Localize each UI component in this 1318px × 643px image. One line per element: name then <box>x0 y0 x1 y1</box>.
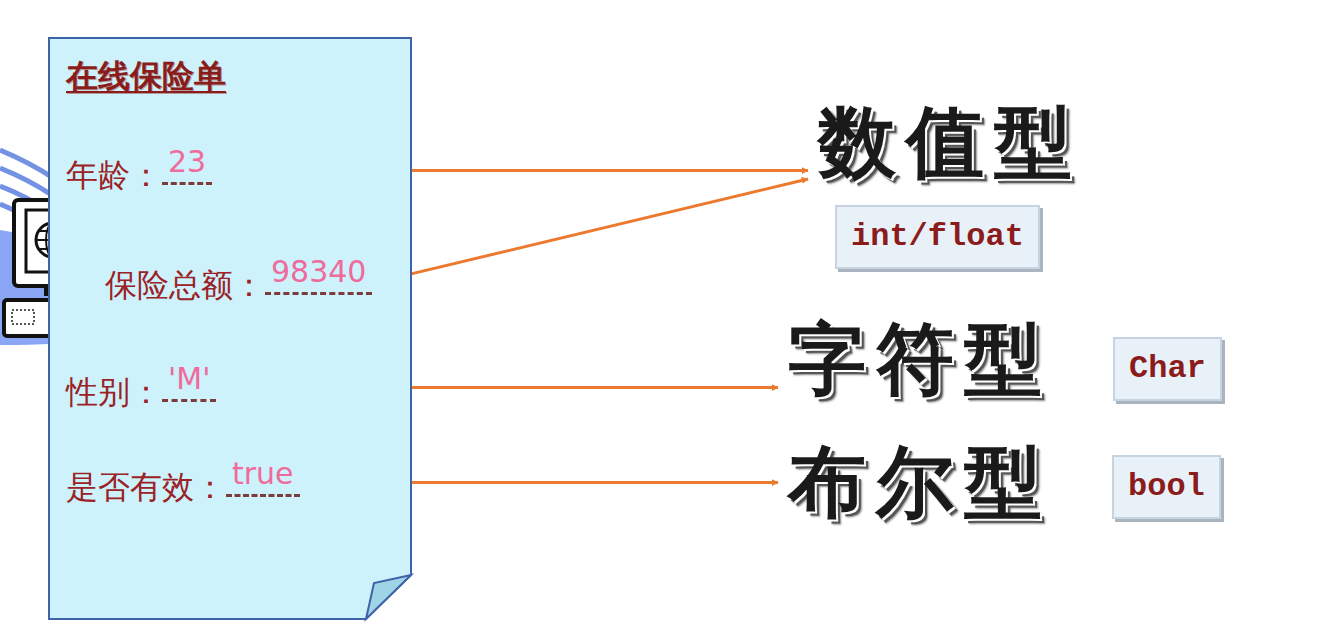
type-box: bool <box>1112 455 1221 519</box>
type-keyword: Char <box>1129 350 1206 387</box>
field-value: 23 <box>162 146 212 185</box>
paper-outline <box>48 37 412 620</box>
form-field: 年龄：23 <box>66 153 217 197</box>
field-label: 年龄： <box>66 153 162 197</box>
type-heading: 字符型 <box>782 312 1058 406</box>
type-name: 数值型 <box>818 96 1082 187</box>
type-box: Char <box>1113 337 1222 401</box>
field-label: 保险总额： <box>105 263 265 307</box>
keys <box>12 310 34 324</box>
form-field: 保险总额：98340 <box>105 263 377 307</box>
insurance-form: 在线保险单年龄：23 保险总额：98340 性别：'M' 是否有效：true <box>48 37 412 620</box>
arrow-connector <box>383 179 808 281</box>
type-keyword: bool <box>1128 468 1205 505</box>
form-title: 在线保险单 <box>66 55 226 99</box>
form-field: 性别：'M' <box>66 370 221 414</box>
field-value: 'M' <box>162 363 216 402</box>
type-heading: 布尔型 <box>782 435 1058 529</box>
type-heading: 数值型 <box>812 95 1088 189</box>
type-box: int/float <box>835 205 1040 269</box>
type-name: 字符型 <box>788 313 1052 404</box>
paper-sheet <box>49 38 411 619</box>
type-keyword: int/float <box>851 218 1024 255</box>
type-name: 布尔型 <box>788 436 1052 527</box>
field-label: 性别： <box>66 370 162 414</box>
field-value: 98340 <box>265 256 372 295</box>
field-value: true <box>226 458 300 497</box>
field-label: 是否有效： <box>66 465 226 509</box>
form-field: 是否有效：true <box>66 465 304 509</box>
folded-corner <box>366 575 411 619</box>
